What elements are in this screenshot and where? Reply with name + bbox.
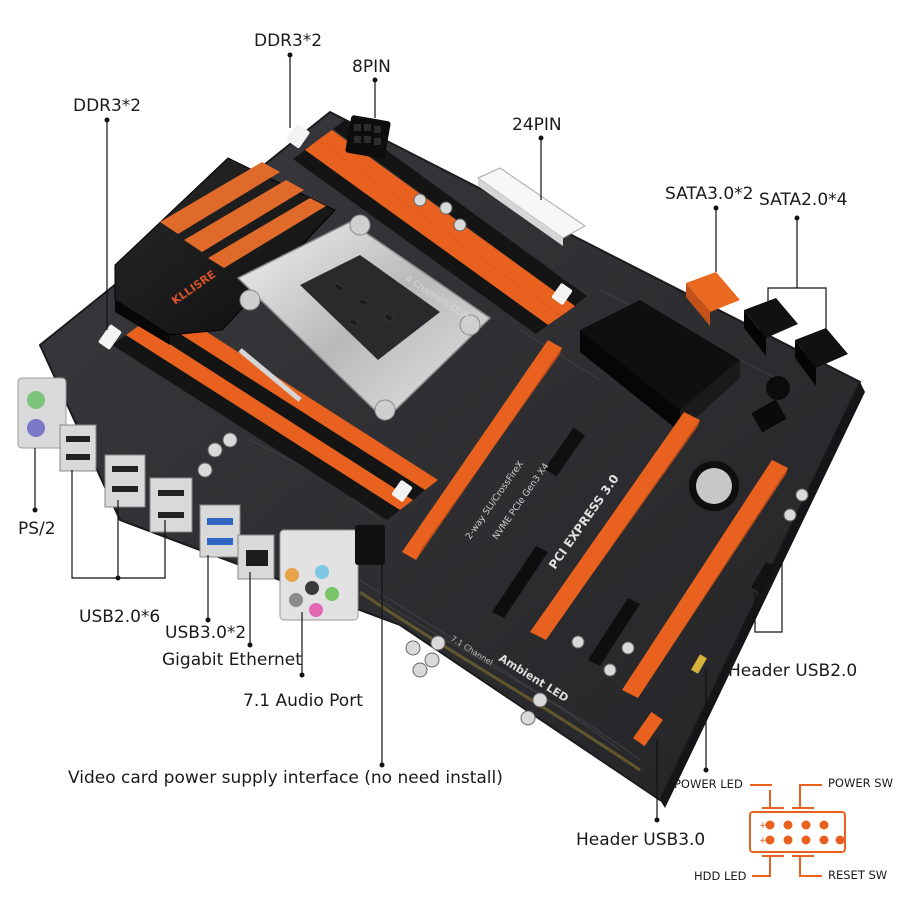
label-header-usb2: Header USB2.0: [728, 661, 858, 681]
buzzer: [766, 376, 790, 400]
label-8pin: 8PIN: [352, 57, 391, 77]
label-vga-power: Video card power supply interface (no ne…: [68, 768, 503, 788]
rear-io: [17, 377, 359, 621]
m2-slot: [544, 427, 586, 477]
front-panel-header: [691, 654, 707, 674]
pcie-slot-2: [530, 412, 700, 640]
pcie-slot-1: [402, 340, 562, 560]
chipset-heatsink: [580, 300, 740, 432]
pcie-x1-slots: [492, 546, 640, 666]
debug-led-display: [751, 399, 787, 433]
label-sata3: SATA3.0*2: [665, 184, 754, 204]
cpu-8pin-connector: [345, 115, 391, 159]
label-24pin: 24PIN: [512, 115, 562, 135]
capacitors: [197, 193, 809, 726]
label-ddr3-top: DDR3*2: [254, 31, 323, 51]
label-reset-sw: RESET SW: [828, 868, 888, 882]
callout-dots: [32, 52, 800, 823]
label-power-sw: POWER SW: [828, 776, 893, 790]
usb2-header: [751, 561, 775, 593]
ambient-led-strip: [359, 590, 641, 772]
sata3-ports: [686, 272, 740, 326]
cpu-socket: [236, 214, 492, 422]
label-ps2: PS/2: [18, 519, 56, 539]
label-ethernet: Gigabit Ethernet: [162, 650, 302, 670]
callout-lines: [34, 55, 827, 820]
label-audio: 7.1 Audio Port: [243, 691, 363, 711]
svg-text:+: +: [759, 836, 767, 846]
label-usb20: USB2.0*6: [79, 607, 161, 627]
sata2-ports: [744, 298, 848, 386]
vrm-heatsink: KLLISRE: [114, 157, 336, 345]
board-pcb: [38, 110, 862, 802]
svg-text:+: +: [759, 821, 767, 831]
label-header-usb3: Header USB3.0: [576, 830, 706, 850]
label-hdd-led: HDD LED: [694, 869, 747, 883]
cmos-battery: [687, 459, 741, 513]
label-usb30: USB3.0*2: [165, 623, 247, 643]
atx-24pin-connector: [476, 167, 586, 246]
board-edge: [660, 382, 865, 808]
pcie-slot-3: [622, 460, 788, 698]
label-ddr3-left: DDR3*2: [73, 96, 142, 116]
usb3-header: [633, 711, 663, 747]
ram-slots-right: [286, 120, 587, 334]
label-power-led: POWER LED: [674, 777, 743, 791]
vga-power-connector: [355, 525, 385, 565]
label-sata2: SATA2.0*4: [759, 190, 848, 210]
front-panel-diagram: + +: [749, 784, 846, 877]
